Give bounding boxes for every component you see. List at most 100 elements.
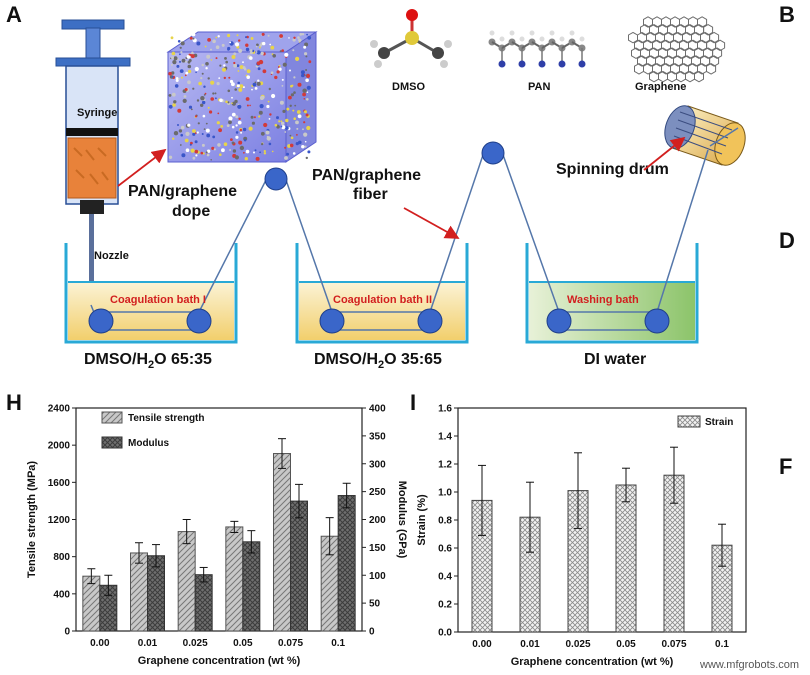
atom-dot	[175, 77, 179, 80]
atom-dot	[251, 121, 255, 125]
atom-dot	[284, 131, 287, 133]
atom-dot	[276, 116, 279, 120]
graphene-sheet	[628, 16, 726, 83]
atom-dot	[276, 70, 280, 74]
atom-dot	[268, 118, 271, 120]
atom-dot	[192, 156, 196, 160]
atom-dot	[235, 124, 238, 127]
x-tick-label: 0.025	[565, 639, 590, 650]
atom-dot	[239, 145, 245, 151]
atom-dot	[298, 38, 302, 42]
atom-dot	[237, 104, 242, 109]
atom-dot	[194, 132, 197, 135]
bar-tensile-strength	[273, 453, 291, 632]
atom-dot	[304, 52, 308, 56]
atom-dot	[178, 129, 183, 133]
y2-tick-label: 50	[369, 599, 381, 610]
chart-h-tensile-modulus: 0400800120016002000240005010015020025030…	[26, 404, 408, 668]
atom-dot	[189, 36, 193, 40]
atom-dot	[245, 43, 249, 47]
graphene-hexagon	[649, 47, 659, 59]
atom-dot	[269, 113, 272, 116]
atom-dot	[258, 110, 263, 115]
legend-label-tensile: Tensile strength	[128, 413, 205, 424]
atom-dot	[215, 57, 218, 60]
pan-hydrogen	[499, 36, 505, 42]
atom-dot	[293, 76, 296, 79]
y-tick-label: 2400	[48, 404, 71, 415]
atom-dot	[276, 124, 279, 127]
atom-dot	[205, 62, 209, 66]
atom-dot	[204, 45, 207, 48]
x-axis-label: Graphene concentration (wt %)	[511, 656, 674, 668]
atom-dot	[250, 37, 254, 40]
atom-dot	[231, 96, 233, 99]
x-tick-label: 0.05	[616, 639, 636, 650]
y-tick-label: 1.4	[438, 432, 452, 443]
atom-dot	[191, 51, 194, 55]
atom-dot	[278, 67, 282, 71]
atom-dot	[245, 149, 250, 154]
atom-dot	[235, 115, 239, 119]
atom-dot	[186, 33, 191, 38]
atom-dot	[270, 45, 275, 50]
atom-dot	[304, 145, 307, 148]
atom-dot	[250, 115, 254, 119]
atom-dot	[217, 112, 220, 115]
atom-dot	[263, 152, 267, 155]
atom-dot	[304, 110, 307, 114]
y-tick-label: 2000	[48, 441, 71, 452]
atom-dot	[281, 49, 285, 52]
atom-dot	[234, 155, 239, 160]
pan-nitrogen	[518, 60, 526, 68]
atom-dot	[251, 88, 253, 91]
atom-dot	[306, 33, 308, 36]
atom-dot	[305, 73, 311, 78]
atom-dot	[263, 150, 266, 153]
atom-dot	[281, 121, 285, 126]
graphene-hexagon	[709, 31, 720, 44]
atom-dot	[219, 64, 222, 67]
graphene-hexagon	[685, 47, 695, 59]
atom-dot	[234, 42, 240, 47]
y2-tick-label: 350	[369, 431, 386, 442]
graphene-hexagon	[682, 55, 692, 67]
graphene-hexagon	[670, 16, 680, 28]
y-axis-label: Strain (%)	[416, 494, 428, 546]
atom-dot	[302, 128, 304, 131]
atom-dot	[215, 45, 220, 49]
atom-dot	[249, 104, 251, 107]
legend-swatch-tensile	[101, 411, 123, 424]
atom-dot	[188, 53, 191, 56]
y2-tick-label: 300	[369, 459, 386, 470]
atom-dot	[217, 35, 220, 38]
pan-hydrogen	[519, 36, 525, 42]
atom-dot	[260, 131, 265, 136]
atom-dot	[205, 151, 208, 154]
bar-modulus	[290, 500, 308, 632]
atom-dot	[225, 100, 228, 104]
atom-dot	[210, 59, 213, 61]
atom-dot	[285, 126, 289, 130]
atom-dot	[203, 85, 206, 88]
graphene-hexagon	[652, 39, 662, 52]
atom-dot	[200, 96, 205, 101]
molecular-dynamics-cube	[166, 31, 318, 163]
atom-dot	[211, 146, 215, 150]
atom-dot	[194, 140, 198, 144]
graphene-hexagon	[694, 24, 705, 36]
graphene-hexagon	[637, 31, 647, 44]
roller-wash-left	[546, 308, 572, 334]
atom-dot	[214, 92, 217, 95]
atom-dot	[274, 123, 278, 127]
atom-dot	[272, 54, 277, 58]
dmso-molecule	[370, 9, 452, 68]
graphene-hexagon	[673, 55, 683, 67]
pan-hydrogen	[569, 30, 575, 36]
atom-dot	[179, 69, 184, 73]
atom-dot	[267, 100, 270, 103]
atom-dot	[289, 69, 291, 72]
graphene-hexagon	[670, 39, 680, 52]
atom-dot	[305, 74, 307, 77]
watermark: www.mfgrobots.com	[699, 659, 799, 671]
